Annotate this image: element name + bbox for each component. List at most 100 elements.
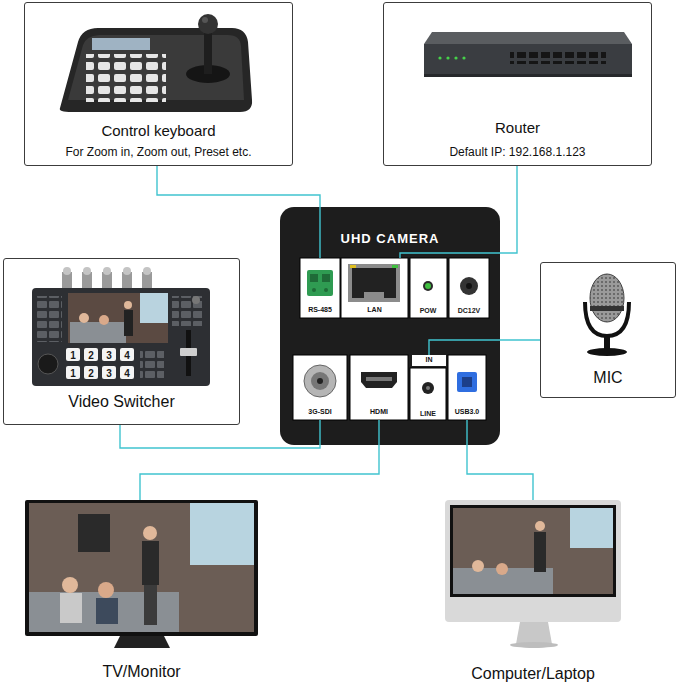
button-number: 2 [88, 349, 94, 360]
camera-housing [448, 355, 486, 420]
button-number: 4 [124, 349, 130, 360]
node-title: UHD CAMERA [341, 232, 440, 247]
video-switcher-illustration [79, 313, 89, 323]
router-illustration [454, 56, 457, 59]
router-illustration [424, 74, 632, 77]
camera-housing [350, 355, 408, 420]
port-cell: HDMI [350, 355, 408, 420]
camera-housing [426, 386, 430, 390]
port-cell: LAN [341, 258, 408, 318]
node-subtitle: For Zoom in, Zoom out, Preset etc. [65, 146, 251, 160]
video-switcher-illustration [180, 348, 197, 356]
camera-housing [423, 281, 433, 291]
computer-illustration [450, 505, 616, 597]
video-switcher-illustration [172, 296, 202, 326]
device-figure: Computer/Laptop [445, 500, 621, 682]
tv-monitor-illustration [143, 526, 157, 540]
node-title: Video Switcher [68, 393, 174, 411]
camera-housing [466, 283, 472, 289]
computer-illustration [510, 642, 558, 648]
control-keyboard-illustration [86, 54, 166, 102]
tv-monitor-illustration [78, 514, 110, 552]
computer-illustration [472, 560, 484, 572]
tv-monitor-illustration [144, 585, 157, 625]
video-switcher-illustration [120, 366, 134, 379]
computer-illustration [516, 622, 552, 644]
video-switcher-illustration [140, 350, 164, 378]
node-title: MIC [593, 369, 622, 387]
computer-illustration [453, 508, 613, 594]
button-number: 4 [124, 367, 130, 378]
node-title: LAN [367, 306, 381, 314]
video-switcher-illustration [68, 293, 168, 343]
microphone-illustration [590, 274, 624, 322]
device-figure: TV/Monitor [25, 500, 258, 682]
node-title: RS-485 [308, 306, 332, 314]
control-keyboard-illustration [202, 17, 208, 23]
port-cell: USB3.0 [448, 355, 486, 420]
camera-housing [324, 288, 328, 292]
camera-housing [310, 274, 318, 282]
port-cell: IN [412, 355, 446, 366]
node-title: Control keyboard [101, 122, 215, 139]
button-number: 1 [70, 367, 76, 378]
video-switcher-illustration [143, 267, 151, 275]
router-illustration [424, 32, 632, 77]
control-keyboard-illustration [92, 38, 150, 50]
camera-housing [300, 258, 340, 318]
connector-line [467, 420, 533, 500]
video-switcher-illustration [140, 293, 168, 323]
tv-monitor-illustration [98, 582, 114, 598]
video-switcher-illustration [124, 301, 132, 309]
control-keyboard-illustration [60, 14, 252, 112]
button-number: 3 [106, 367, 112, 378]
video-switcher-illustration [192, 296, 200, 304]
computer-illustration [570, 508, 613, 548]
camera-housing [425, 283, 431, 289]
button-number: 2 [88, 367, 94, 378]
video-switcher-illustration [84, 348, 98, 361]
microphone-illustration [587, 348, 627, 356]
router-illustration [424, 44, 632, 74]
camera-housing [341, 258, 408, 318]
tv-monitor-illustration [190, 503, 254, 565]
camera-housing [280, 207, 500, 445]
video-switcher-illustration [66, 366, 80, 379]
computer-illustration [445, 500, 621, 648]
camera-housing [352, 268, 396, 298]
video-switcher-illustration [36, 296, 62, 342]
button-number: 1 [70, 349, 76, 360]
video-switcher-illustration [32, 288, 210, 386]
device-box: Video Switcher [3, 258, 240, 425]
video-switcher-illustration [63, 267, 71, 275]
camera-housing [462, 377, 472, 387]
camera-housing [293, 355, 347, 420]
port-label: LINE [420, 410, 436, 418]
tv-monitor-illustration [142, 541, 159, 585]
camera-housing [410, 368, 446, 420]
camera-housing [422, 382, 434, 394]
router-illustration [438, 56, 441, 59]
video-switcher-illustration [124, 310, 133, 336]
camera-housing [392, 265, 398, 268]
control-keyboard-illustration [60, 28, 252, 112]
video-switcher-illustration [123, 267, 131, 275]
node-title: TV/Monitor [102, 663, 180, 681]
camera-housing [317, 378, 323, 384]
microphone-illustration [590, 306, 624, 311]
tv-monitor-illustration [62, 577, 78, 593]
camera-housing [366, 377, 392, 381]
node-title: USB3.0 [455, 408, 480, 416]
camera-housing [361, 372, 397, 388]
camera-housing [304, 365, 336, 397]
camera-housing [412, 355, 446, 366]
video-switcher-illustration [70, 322, 126, 343]
microphone-illustration [585, 302, 629, 336]
tv-monitor-illustration [114, 636, 170, 648]
camera-housing [311, 372, 329, 390]
video-switcher-illustration [84, 366, 98, 379]
node-subtitle: Default IP: 192.168.1.123 [449, 146, 585, 160]
computer-illustration [534, 532, 546, 572]
